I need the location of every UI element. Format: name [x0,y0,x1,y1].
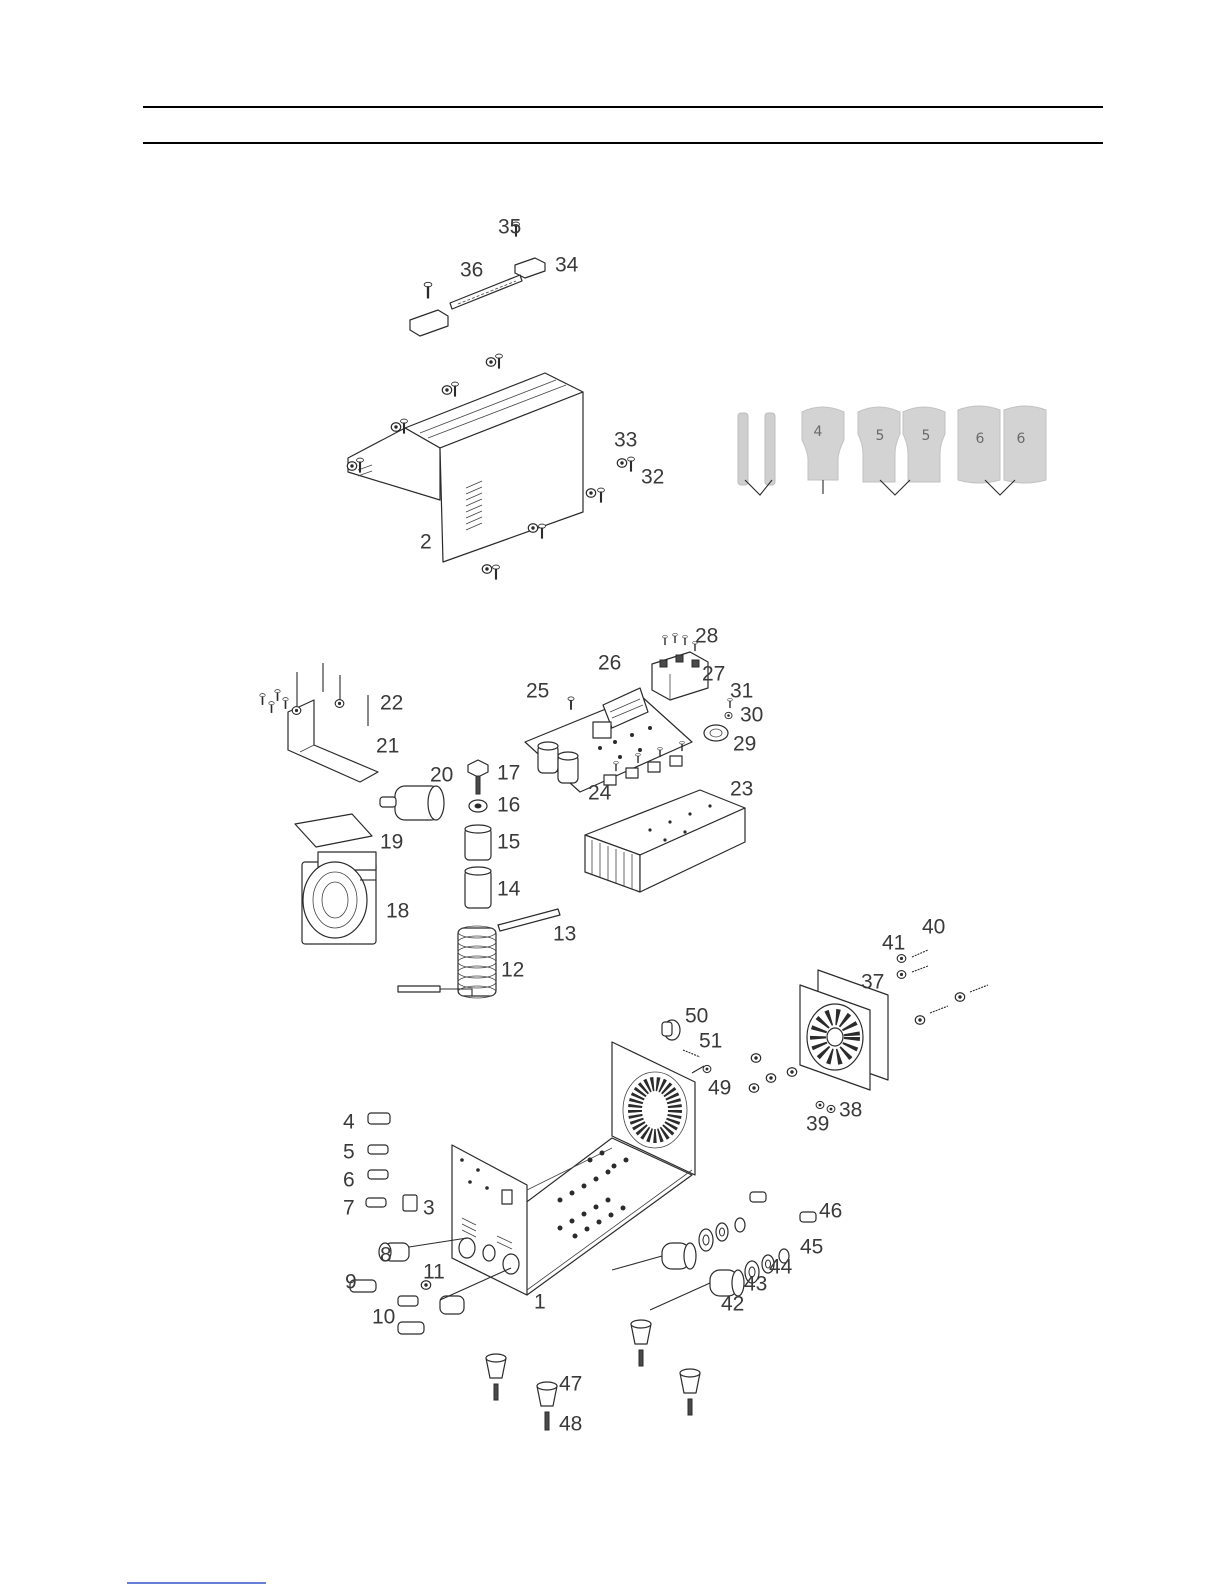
callout: 36 [460,259,483,282]
callout: 15 [497,831,520,854]
callout: 2 [420,531,432,554]
connector-4 [368,1113,390,1124]
callout: 17 [497,762,520,785]
sleeves-photo: 4 5 5 6 6 [738,406,1046,495]
callout: 16 [497,794,520,817]
callout: 38 [839,1099,862,1122]
callout: 46 [819,1200,842,1223]
insulation-plate-19 [295,814,372,847]
callout: 30 [740,704,763,727]
thermostat-29 [704,698,732,741]
handle-screw [424,282,432,298]
fan-37 [800,950,988,1090]
rod-right [765,413,775,485]
sleeve-label: 6 [1017,431,1026,447]
callout: 28 [695,625,718,648]
callout: 23 [730,778,753,801]
callout: 37 [861,971,884,994]
sleeve-label: 5 [876,428,885,444]
callout: 8 [380,1244,392,1267]
top-cover-2 [347,354,634,580]
sleeve-label: 5 [922,428,931,444]
callout: 14 [497,878,521,901]
callout: 6 [343,1169,355,1192]
sleeve-14 [465,870,491,908]
callout: 25 [526,680,549,703]
rubber-feet [486,1320,700,1430]
callout: 21 [376,735,399,758]
capacitor-20 [380,786,444,820]
callout: 10 [372,1306,395,1329]
callout: 24 [588,782,612,805]
callout: 20 [430,764,453,787]
callout: 11 [423,1261,445,1284]
callout: 44 [769,1256,793,1279]
callout: 33 [614,429,637,452]
callout: 19 [380,831,403,854]
callout: 7 [343,1197,355,1220]
bracket-21 [260,663,378,782]
transformer-18 [302,852,376,944]
callout: 45 [800,1236,823,1259]
callout: 50 [685,1005,708,1028]
lead-13 [498,909,560,931]
callout: 51 [699,1030,722,1053]
sleeve-5a [858,407,900,482]
callout: 3 [423,1197,435,1220]
callout: 1 [534,1291,546,1314]
callout: 34 [555,254,579,277]
sleeve-label: 6 [976,431,985,447]
callout: 29 [733,733,756,756]
screw-48 [545,1412,549,1430]
lead-bottom [398,986,440,992]
callout: 43 [744,1273,767,1296]
callout: 13 [553,923,576,946]
bolt-17 [468,760,488,777]
callout: 26 [598,652,621,675]
callout: 27 [702,663,725,686]
callout: 18 [386,900,409,923]
switch-3 [403,1195,417,1211]
callout: 9 [345,1271,357,1294]
callout: 4 [343,1111,355,1134]
sleeve-4 [802,407,844,480]
callout: 31 [730,680,753,703]
heatsink-23 [585,790,745,892]
sleeve-5b [903,407,945,482]
callout: 35 [498,216,521,239]
callout: 32 [641,466,664,489]
inductor-12 [398,909,560,998]
handle-foot-left [410,310,448,336]
callout: 22 [380,692,403,715]
callout: 41 [882,932,905,955]
connector-5 [368,1145,388,1154]
callout: 47 [559,1373,582,1396]
bolt-46 [800,1212,816,1222]
callout: 49 [708,1077,731,1100]
connector-7 [366,1198,386,1207]
callout: 5 [343,1141,355,1164]
callout: 39 [806,1113,829,1136]
callout: 12 [501,959,524,982]
stud-stack [465,760,491,908]
callout: 42 [721,1293,744,1316]
sleeve-label: 4 [814,424,823,440]
rod-left [738,413,748,485]
terminal-10 [398,1296,418,1306]
callout: 48 [559,1413,582,1436]
connector-6 [368,1170,388,1179]
callout: 40 [922,916,945,939]
